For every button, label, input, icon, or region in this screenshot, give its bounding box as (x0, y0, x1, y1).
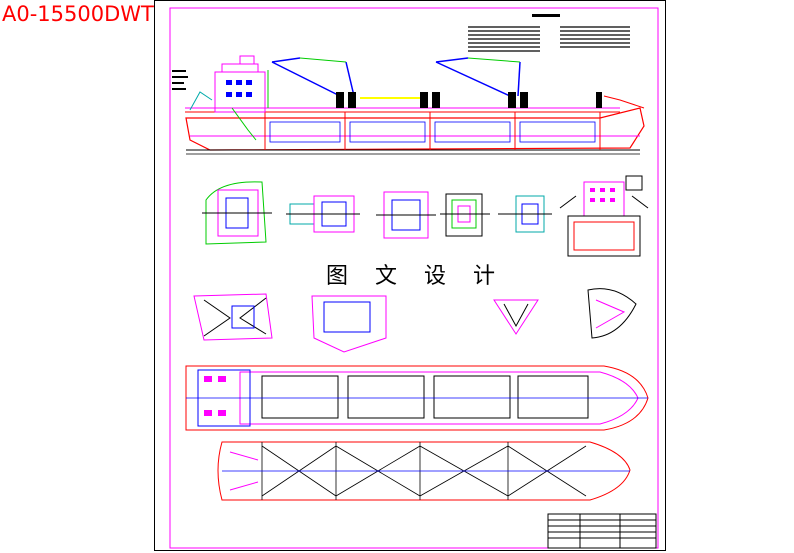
deck-plans-row (202, 175, 649, 257)
main-deck-plan (185, 365, 649, 431)
title-block (547, 513, 657, 549)
section-views (193, 288, 637, 353)
inner-frame (169, 7, 659, 549)
drawing-sheet (154, 0, 666, 551)
watermark-text: 图 文 设 计 (326, 264, 505, 289)
profile-view (172, 55, 645, 155)
particulars-table (468, 14, 630, 52)
tank-top-plan (217, 441, 631, 501)
